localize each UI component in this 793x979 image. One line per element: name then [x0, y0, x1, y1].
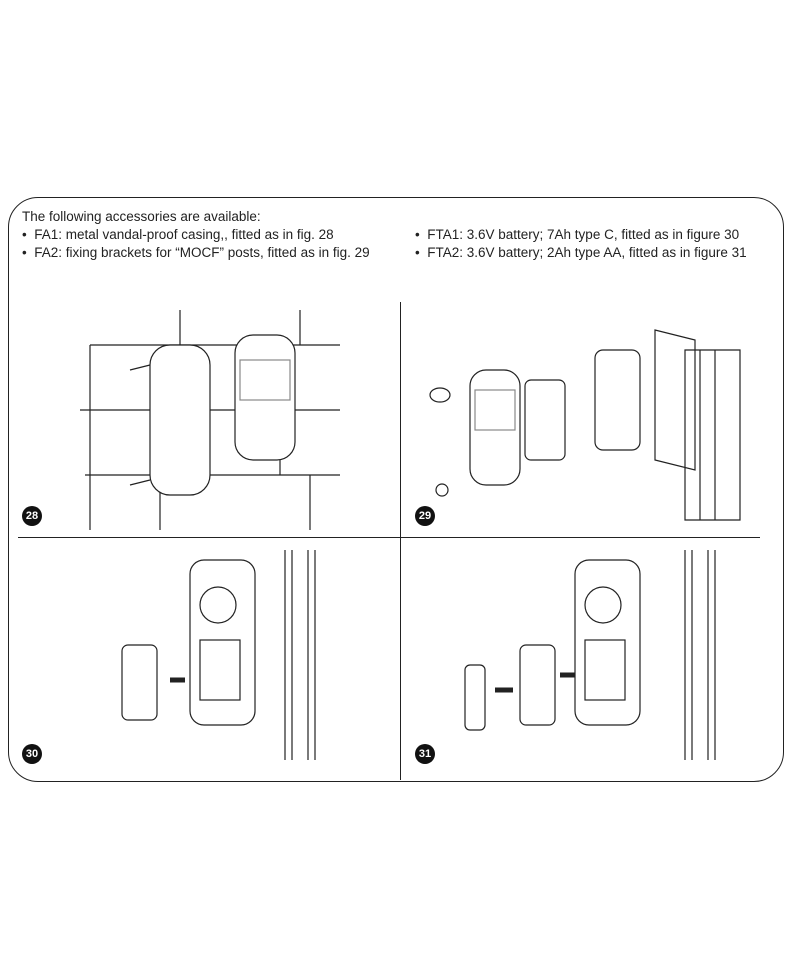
content-frame — [8, 197, 784, 782]
figure-31-illustration — [464, 550, 716, 760]
accessory-list-left: FA1: metal vandal-proof casing,, fitted … — [22, 226, 370, 262]
divider-horizontal — [18, 537, 760, 538]
figure-number-badge: 29 — [415, 506, 435, 526]
divider-vertical — [400, 302, 401, 780]
accessory-item: FA1: metal vandal-proof casing,, fitted … — [22, 226, 370, 244]
accessory-item: FTA1: 3.6V battery; 7Ah type C, fitted a… — [415, 226, 747, 244]
figure-30-illustration — [121, 550, 316, 760]
figure-28-illustration — [80, 310, 340, 530]
figure-number-badge: 30 — [22, 744, 42, 764]
accessory-list-right: FTA1: 3.6V battery; 7Ah type C, fitted a… — [415, 226, 747, 262]
accessory-item: FTA2: 3.6V battery; 2Ah type AA, fitted … — [415, 244, 746, 262]
accessory-item: FA2: fixing brackets for “MOCF” posts, f… — [22, 244, 369, 262]
figure-number-badge: 31 — [415, 744, 435, 764]
intro-text: The following accessories are available: — [22, 209, 261, 224]
figure-number-badge: 28 — [22, 506, 42, 526]
figure-29-illustration — [429, 329, 741, 521]
